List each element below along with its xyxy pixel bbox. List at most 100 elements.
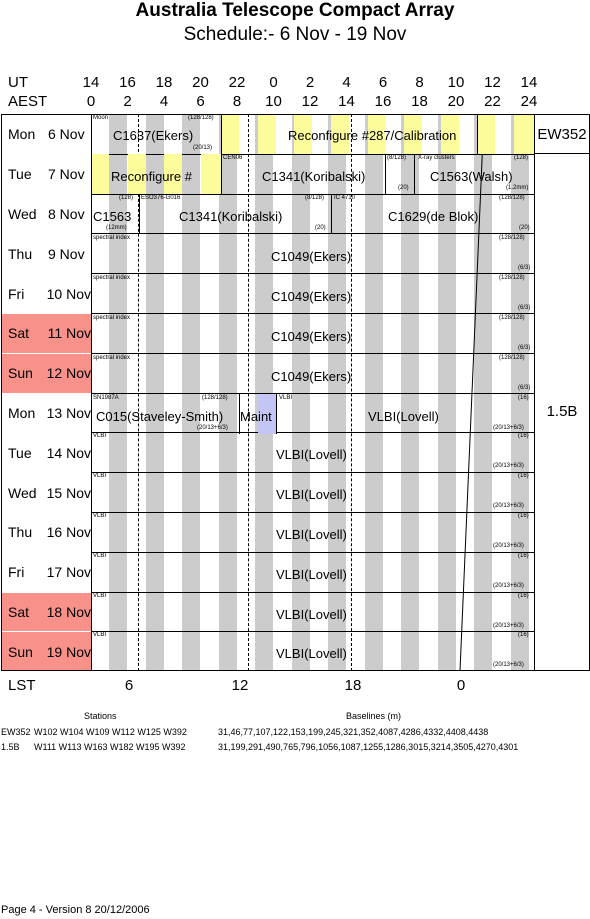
config-label-1-5b: 1.5B xyxy=(546,403,578,420)
ut-tick: 18 xyxy=(155,74,173,91)
obs-label: Reconfigure #287/Calibration xyxy=(288,128,457,143)
aest-tick: 18 xyxy=(411,93,428,110)
day-date: 13 Nov xyxy=(46,404,91,421)
array-baselines: 31,199,291,490,765,796,1056,1087,1255,12… xyxy=(218,742,519,752)
page-footer: Page 4 - Version 8 20/12/2006 xyxy=(1,904,150,916)
day-date: 10 Nov xyxy=(46,285,91,302)
hour-band xyxy=(364,114,383,671)
day-date: 18 Nov xyxy=(46,603,91,620)
page-subtitle: Schedule:- 6 Nov - 19 Nov xyxy=(183,24,407,45)
hour-band xyxy=(328,114,346,671)
ut-tick: 10 xyxy=(447,74,465,91)
row-separator xyxy=(91,512,534,513)
obs-config: (16) xyxy=(518,395,529,401)
obs-config: (16) xyxy=(518,632,529,639)
obs-note: spectral index xyxy=(93,235,131,241)
obs-label: C1341(Koribalski) xyxy=(179,209,283,224)
day-date: 14 Nov xyxy=(46,444,91,461)
aest-tick: 10 xyxy=(265,93,282,110)
obs-note: IC 4710 xyxy=(334,195,356,201)
obs-config: (20) xyxy=(398,185,409,191)
obs-config: (128/128) xyxy=(499,235,525,241)
row-separator xyxy=(91,352,534,354)
ut-tick: 4 xyxy=(342,74,351,91)
obs-note: CEN06 xyxy=(223,155,243,161)
obs-label: C1629(de Blok) xyxy=(388,209,479,224)
obs-label: C1563 xyxy=(93,209,132,224)
reconf-band xyxy=(441,114,459,154)
aest-tick: 24 xyxy=(520,93,538,110)
reconf-band xyxy=(164,154,182,194)
row-separator xyxy=(91,392,534,394)
obs-config: (16) xyxy=(518,552,529,559)
obs-note: ESO376-G016 xyxy=(141,195,181,201)
reconf-band xyxy=(514,114,534,154)
reconf-band xyxy=(128,154,146,194)
day-label: Sat 11 Nov xyxy=(1,314,91,353)
hour-band xyxy=(145,114,164,671)
row-separator xyxy=(91,273,534,275)
day-name: Tue xyxy=(8,166,32,183)
obs-label: Maint xyxy=(240,409,272,424)
obs-label: VLBI(Lovell) xyxy=(276,527,347,542)
ut-tick: 20 xyxy=(192,74,209,91)
obs-config: (20/13+6/3) xyxy=(493,582,524,589)
day-label: Mon 13 Nov xyxy=(1,394,91,433)
array-stations: W111 W113 W163 W182 W195 W392 xyxy=(34,742,186,752)
day-date: 8 Nov xyxy=(48,205,85,222)
obs-config: (16) xyxy=(518,473,529,480)
page-title: Australia Telescope Compact Array xyxy=(135,0,455,21)
row-separator xyxy=(91,193,534,195)
day-date: 15 Nov xyxy=(46,484,91,501)
ut-tick: 2 xyxy=(305,74,315,91)
obs-label: C1049(Ekers) xyxy=(271,249,352,264)
array-name: 1.5B xyxy=(1,742,20,752)
day-name: Thu xyxy=(8,245,33,262)
obs-note: VLBI xyxy=(93,433,107,440)
obs-note: VLBI xyxy=(93,552,107,559)
day-date: 12 Nov xyxy=(46,365,91,382)
obs-config: (20) xyxy=(519,225,530,231)
obs-note: spectral index xyxy=(93,275,131,281)
day-date: 7 Nov xyxy=(48,166,85,183)
baselines-header: Baselines (m) xyxy=(346,711,402,721)
aest-tick: 2 xyxy=(123,93,132,110)
row-separator xyxy=(91,153,534,155)
ut-tick: 16 xyxy=(119,74,136,91)
obs-config: (128/128) xyxy=(499,195,525,201)
obs-config: (128) xyxy=(514,155,529,161)
obs-label: VLBI(Lovell) xyxy=(368,409,439,424)
obs-config: (8/128) xyxy=(387,155,407,161)
aest-tick: 6 xyxy=(196,93,205,110)
ut-tick: 14 xyxy=(82,74,100,91)
obs-label: VLBI(Lovell) xyxy=(276,487,347,503)
day-name: Sat xyxy=(8,325,30,342)
obs-config: (20/13+6/3) xyxy=(493,543,524,549)
row-separator xyxy=(91,472,534,474)
reconf-band xyxy=(331,114,349,154)
lst-tick: 6 xyxy=(124,677,134,694)
obs-label: VLBI(Lovell) xyxy=(276,447,347,463)
obs-label: VLBI(Lovell) xyxy=(276,646,347,662)
ut-tick: 12 xyxy=(484,74,501,91)
obs-label: C1637(Ekers) xyxy=(113,128,194,143)
day-label: Tue 7 Nov xyxy=(1,155,91,194)
aest-tick: 14 xyxy=(338,93,355,110)
day-name: Thu xyxy=(8,524,33,541)
obs-note: X-ray clusters xyxy=(418,155,455,161)
aest-tick: 8 xyxy=(232,93,242,110)
day-date: 17 Nov xyxy=(46,564,91,581)
obs-config: (6/3) xyxy=(518,305,531,311)
day-date: 11 Nov xyxy=(47,325,91,342)
day-name: Mon xyxy=(8,404,36,421)
obs-config: (128/128) xyxy=(188,115,214,121)
ut-tick: 14 xyxy=(520,74,538,91)
obs-config: (128/128) xyxy=(202,395,228,401)
reconf-band xyxy=(404,114,422,154)
reconf-band xyxy=(258,114,276,154)
